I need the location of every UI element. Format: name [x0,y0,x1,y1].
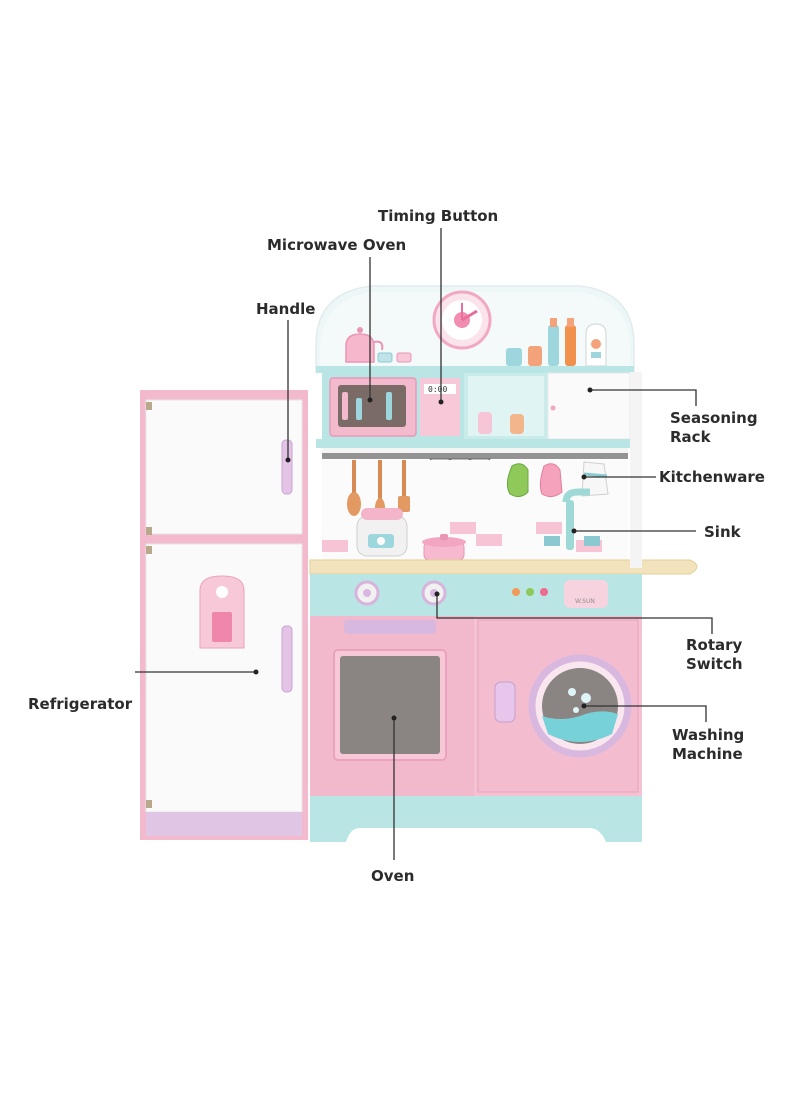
microwave-timer-text: 0:00 [428,385,447,394]
control-panel: W.SUN [310,574,642,616]
leader-lines [135,228,713,860]
label-timing-button: Timing Button [378,207,499,225]
label-rotary-switch: Rotary Switch [686,636,743,674]
label-washing-machine-line2: Machine [672,745,743,763]
teapot-icon [345,327,384,363]
label-refrigerator: Refrigerator [28,695,133,713]
countertop [309,559,698,575]
cooking-pot [422,534,466,561]
label-oven: Oven [371,867,415,885]
label-rotary-switch-line2: Switch [686,655,743,673]
label-seasoning-rack-line2: Rack [670,428,711,446]
label-sink: Sink [704,523,741,541]
refrigerator [140,390,308,840]
sink-faucet [544,488,600,550]
brand-text: W.SUN [575,598,595,605]
label-washing-machine-line1: Washing [672,726,745,744]
top-shelf [316,366,634,373]
middle-shelf [316,439,634,448]
label-washing-machine: Washing Machine [672,726,744,764]
label-handle: Handle [256,300,316,318]
bottles-icon [506,318,607,367]
label-rotary-switch-line1: Rotary [686,636,743,654]
label-microwave-oven: Microwave Oven [267,236,407,254]
tiles [322,522,602,552]
seasoning-rack [464,372,631,440]
cup-icon [377,352,412,363]
label-seasoning-rack: Seasoning Rack [670,409,758,447]
label-seasoning-rack-line1: Seasoning [670,409,758,427]
oven-mitts [506,461,609,498]
label-kitchenware: Kitchenware [659,468,765,486]
microwave-oven: 0:00 [322,373,464,439]
clock-icon [432,290,492,350]
rice-cooker [356,508,408,557]
kitchen-base [310,796,642,842]
oven [310,616,474,804]
